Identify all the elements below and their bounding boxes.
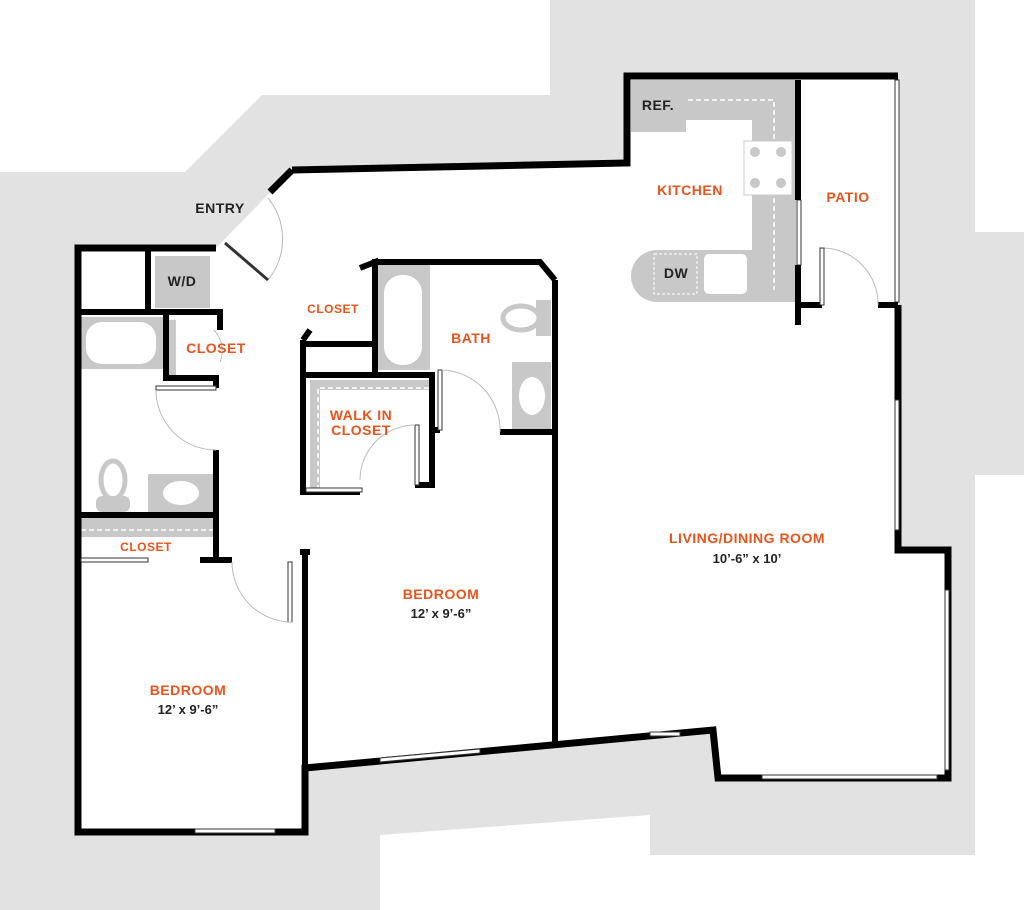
exterior-wall [291, 72, 898, 174]
sink-icon [163, 481, 199, 505]
left-bath-fixtures [81, 256, 214, 537]
living-room-size: 10’-6” x 10’ [713, 551, 782, 566]
bathtub-icon [86, 322, 156, 364]
kitchen-label: KITCHEN [657, 182, 723, 198]
entry-wall-segment [267, 167, 295, 195]
living-room-label: LIVING/DINING ROOM [669, 530, 825, 546]
patio-label: PATIO [826, 189, 869, 205]
bedroom-size: 12’ x 9’-6” [158, 702, 219, 717]
bathtub-icon [384, 275, 422, 365]
closet-label: CLOSET [186, 340, 246, 356]
bath-label: BATH [451, 330, 491, 346]
closet-label: CLOSET [120, 540, 172, 554]
bedroom-label: BEDROOM [403, 586, 480, 602]
refrigerator [631, 80, 686, 132]
burner-icon [750, 178, 760, 188]
bedroom-size: 12’ x 9’-6” [411, 606, 472, 621]
burner-icon [776, 147, 786, 157]
entry-label: ENTRY [195, 200, 245, 216]
burner-icon [776, 178, 786, 188]
ref-label: REF. [642, 97, 674, 113]
sink-icon [519, 377, 545, 415]
exterior-wall [74, 244, 952, 836]
bedroom-label: BEDROOM [150, 682, 227, 698]
walk-in-closet-label: WALK IN [330, 407, 393, 423]
patio-door [819, 247, 825, 306]
toilet-icon [98, 458, 128, 502]
toilet-icon [500, 303, 542, 333]
walk-in-closet-label: CLOSET [331, 422, 391, 438]
dishwasher-icon [653, 253, 698, 295]
wd-label: W/D [168, 273, 197, 289]
burner-icon [750, 147, 760, 157]
dw-label: DW [664, 265, 689, 281]
entry-door [224, 241, 269, 282]
bath-fixtures [310, 265, 551, 490]
doors [80, 197, 879, 623]
windows [194, 79, 950, 834]
closet-label: CLOSET [307, 302, 359, 316]
sink-icon [704, 254, 747, 294]
kitchen-counters [631, 80, 796, 302]
washer-dryer [155, 256, 210, 308]
